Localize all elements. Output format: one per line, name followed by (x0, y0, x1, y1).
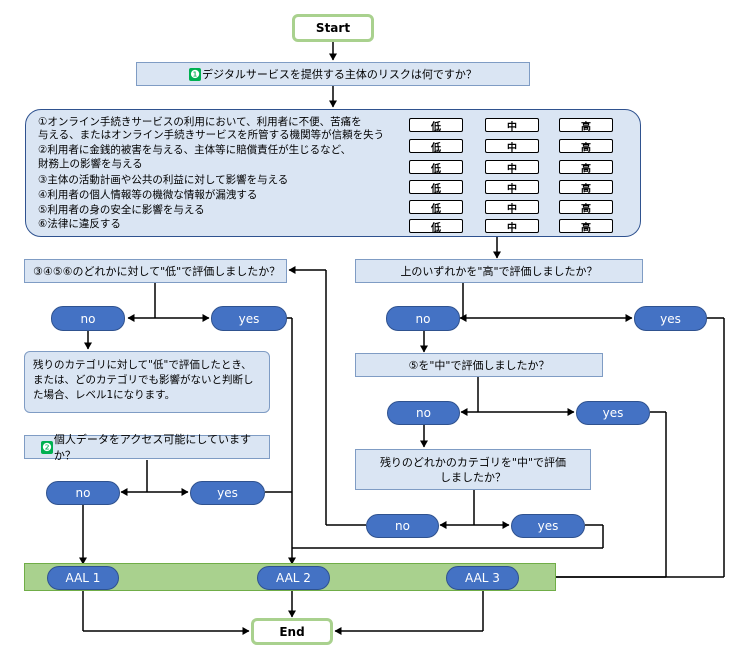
no-button-personal-data[interactable]: no (46, 481, 120, 505)
risk-line: ⑥法律に違反する (38, 218, 121, 230)
risk-line: ④利用者の個人情報等の機微な情報が漏洩する (38, 189, 258, 201)
question-low-box: ③④⑤⑥のどれかに対して"低"で評価しましたか？ (24, 259, 287, 283)
rating-high-6[interactable]: 高 (559, 219, 613, 234)
rating-low-2[interactable]: 低 (409, 139, 463, 154)
question-mid5-box: ⑤を"中"で評価しましたか？ (355, 353, 603, 377)
question-1-text: デジタルサービスを提供する主体のリスクは何ですか？ (202, 68, 477, 81)
rating-mid-1[interactable]: 中 (485, 118, 539, 133)
question-2-text: 個人データをアクセス可能にしていますか？ (53, 433, 251, 462)
yes-button-mid-other[interactable]: yes (511, 514, 585, 538)
aal-2-result[interactable]: AAL 2 (257, 566, 330, 590)
rating-mid-2[interactable]: 中 (485, 139, 539, 154)
no-button-low[interactable]: no (51, 306, 125, 331)
rating-high-1[interactable]: 高 (559, 118, 613, 133)
question-1-number-badge: ❶ (189, 67, 202, 81)
yes-button-low[interactable]: yes (211, 306, 287, 331)
risk-line: ①オンライン手続きサービスの利用において、利用者に不便、苦痛を (38, 116, 362, 128)
rating-high-2[interactable]: 高 (559, 139, 613, 154)
risk-line: ②利用者に金銭的被害を与える、主体等に賠償責任が生じるなど、 (38, 144, 352, 156)
question-high-text: 上のいずれかを"高"で評価しましたか？ (400, 265, 598, 278)
question-low-text: ③④⑤⑥のどれかに対して"低"で評価しましたか？ (33, 265, 281, 278)
rating-low-5[interactable]: 低 (409, 200, 463, 215)
question-mid-other-text: 残りのどれかのカテゴリを"中"で評価しましたか？ (379, 455, 567, 484)
yes-button-high[interactable]: yes (634, 306, 707, 331)
start-label: Start (315, 21, 351, 35)
risk-line: 財務上の影響を与える (38, 158, 143, 170)
rating-high-3[interactable]: 高 (559, 160, 613, 175)
risk-line: ⑤利用者の身の安全に影響を与える (38, 204, 205, 216)
rating-low-3[interactable]: 低 (409, 160, 463, 175)
aal-3-result[interactable]: AAL 3 (446, 566, 519, 590)
question-2-number-badge: ❷ (41, 440, 53, 454)
no-button-mid-other[interactable]: no (366, 514, 439, 538)
aal-1-result[interactable]: AAL 1 (47, 566, 119, 590)
rating-mid-4[interactable]: 中 (485, 180, 539, 195)
end-label: End (279, 624, 305, 639)
rating-mid-6[interactable]: 中 (485, 219, 539, 234)
rating-high-4[interactable]: 高 (559, 180, 613, 195)
rating-low-1[interactable]: 低 (409, 118, 463, 133)
rating-mid-3[interactable]: 中 (485, 160, 539, 175)
rating-low-6[interactable]: 低 (409, 219, 463, 234)
no-button-high[interactable]: no (386, 306, 460, 331)
question-high-box: 上のいずれかを"高"で評価しましたか？ (355, 259, 643, 283)
end-terminal: End (251, 618, 333, 645)
rating-low-4[interactable]: 低 (409, 180, 463, 195)
yes-button-personal-data[interactable]: yes (190, 481, 265, 505)
risk-line: ③主体の活動計画や公共の利益に対して影響を与える (38, 174, 289, 186)
level-1-note: 残りのカテゴリに対して"低"で評価したとき、または、どのカテゴリでも影響がないと… (24, 351, 270, 413)
question-mid5-text: ⑤を"中"で評価しましたか？ (408, 359, 550, 372)
question-mid-other-box: 残りのどれかのカテゴリを"中"で評価しましたか？ (355, 449, 591, 490)
start-terminal: Start (292, 14, 374, 42)
rating-mid-5[interactable]: 中 (485, 200, 539, 215)
no-button-mid5[interactable]: no (387, 401, 460, 425)
rating-high-5[interactable]: 高 (559, 200, 613, 215)
yes-button-mid5[interactable]: yes (576, 401, 650, 425)
risk-categories-box: ①オンライン手続きサービスの利用において、利用者に不便、苦痛を 与える、またはオ… (25, 109, 641, 237)
risk-line: 与える、またはオンライン手続きサービスを所管する機関等が信頼を失う (38, 129, 385, 141)
